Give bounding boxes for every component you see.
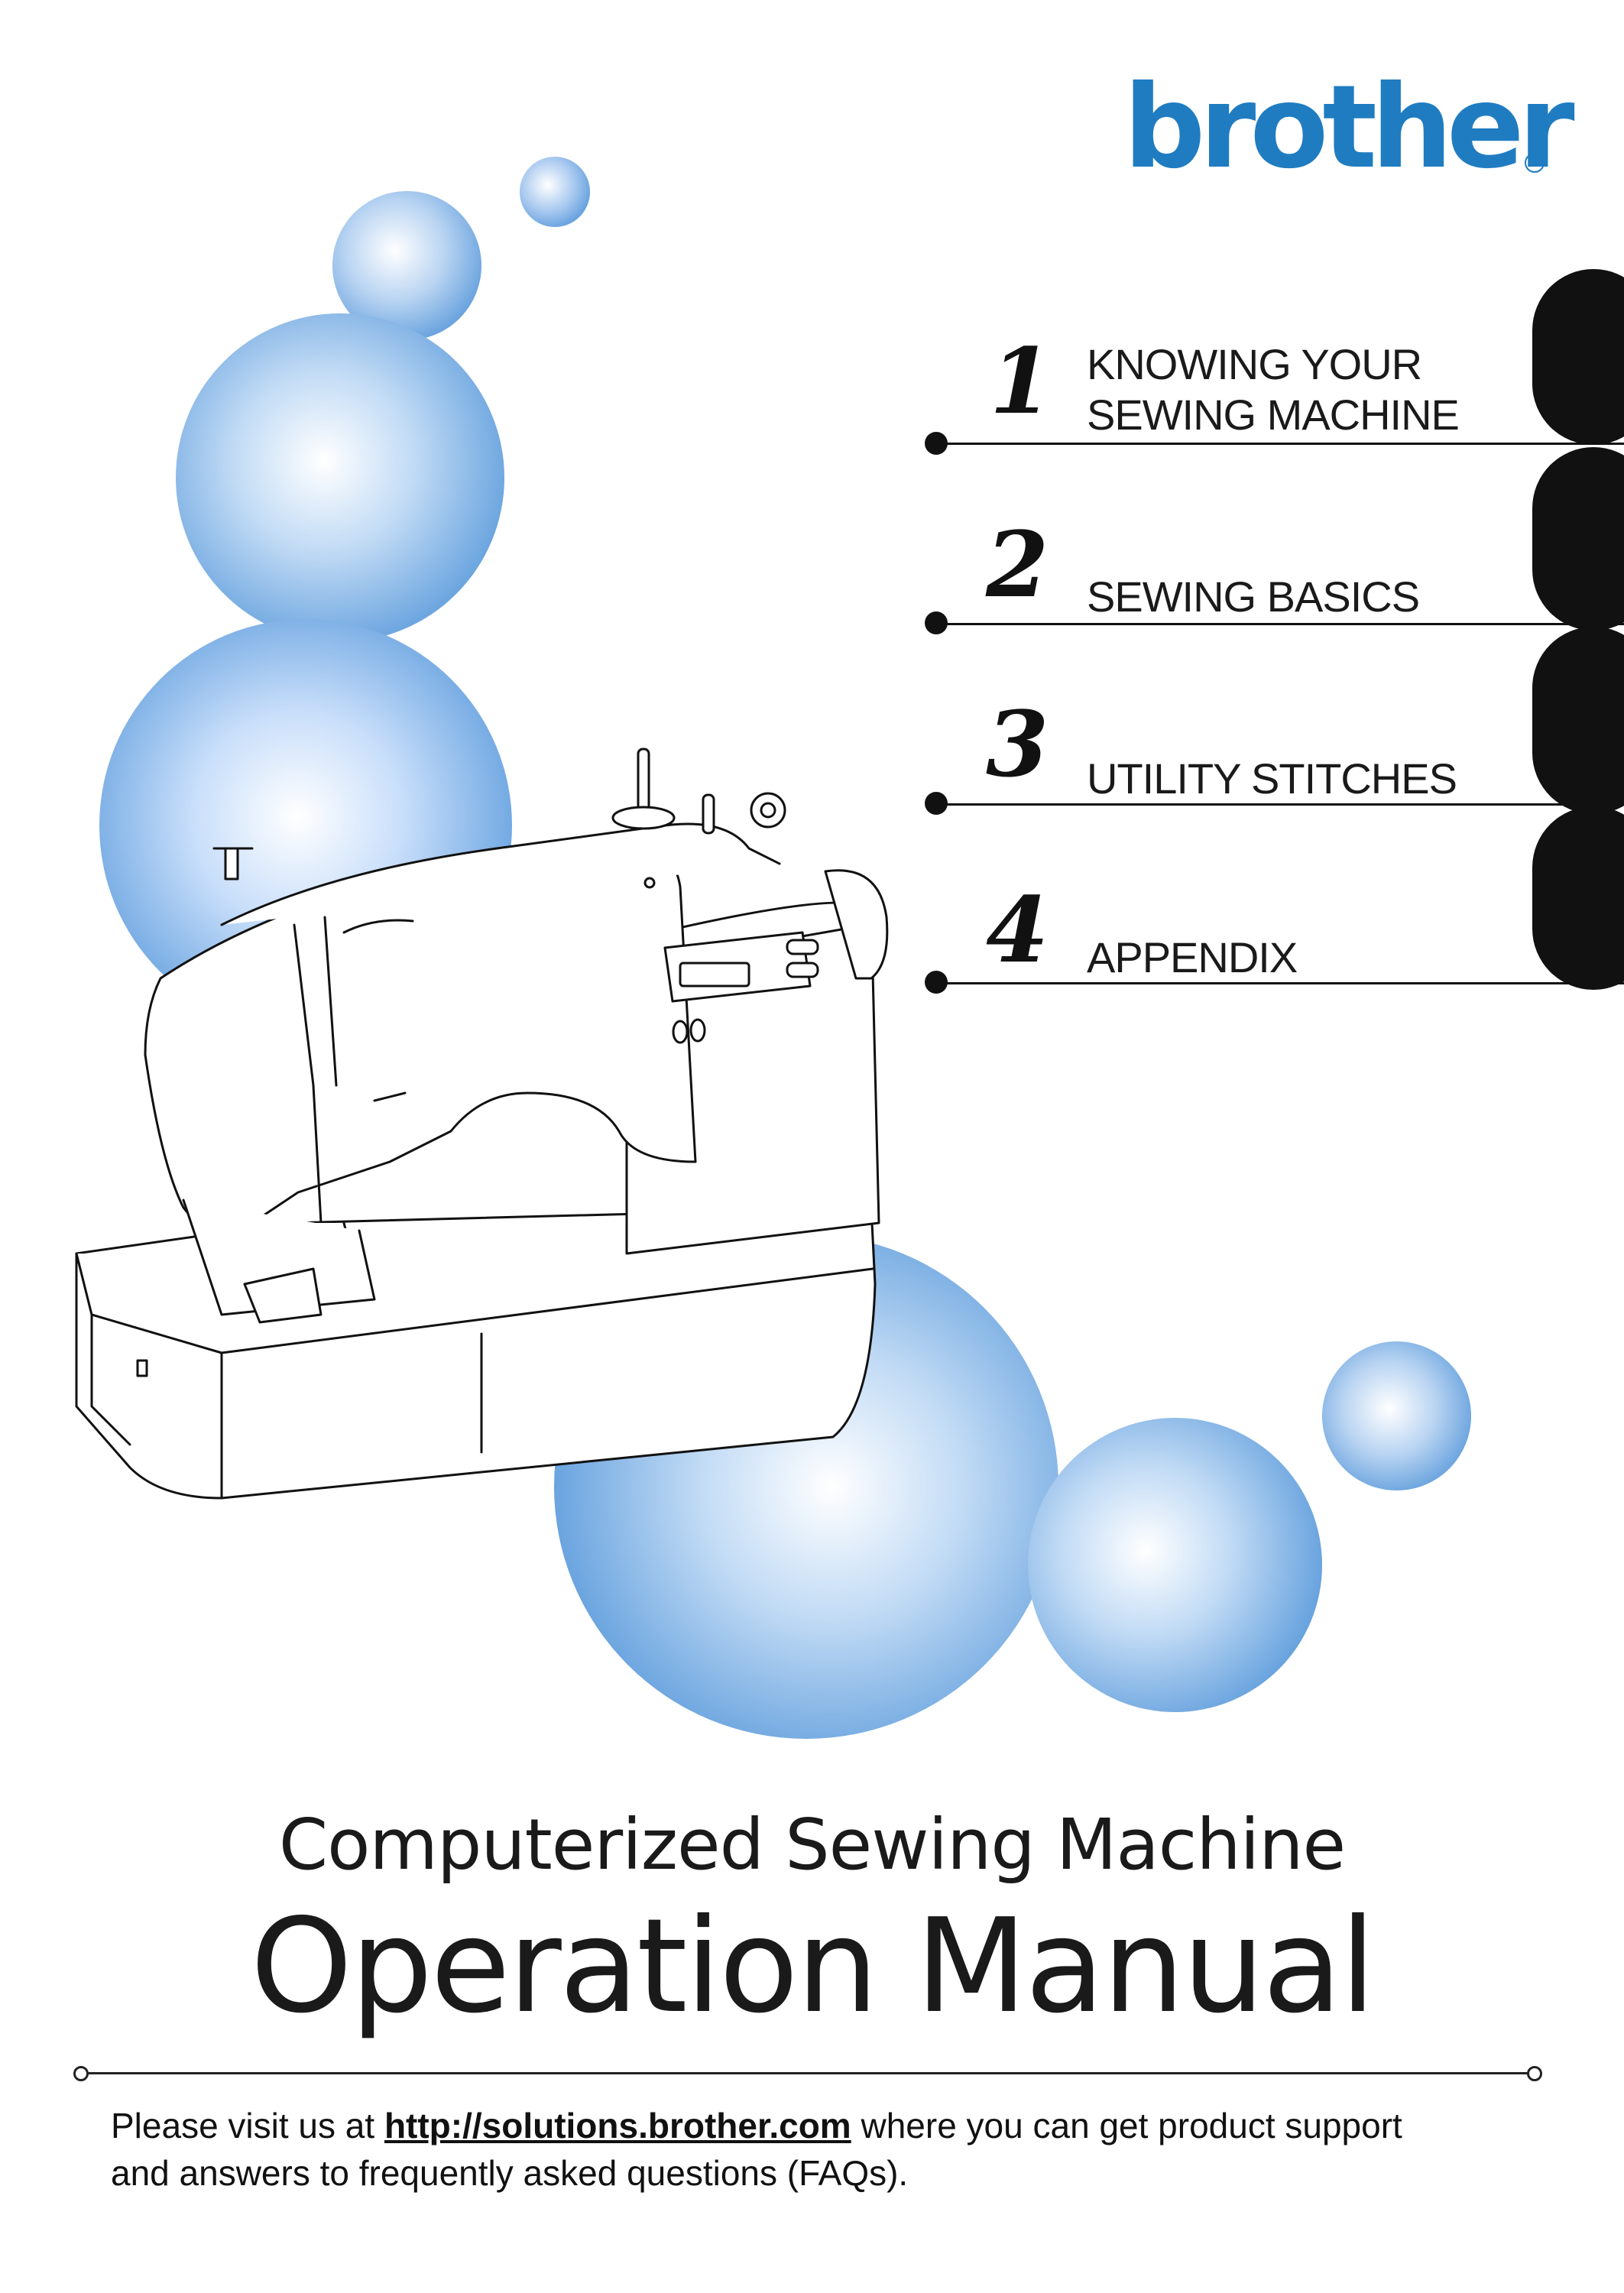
chapter-3-title: UTILITY STITCHES bbox=[1087, 754, 1457, 803]
registered-mark: R bbox=[1525, 153, 1545, 173]
sewing-machine-illustration bbox=[75, 748, 889, 1500]
divider-right-end bbox=[1527, 2066, 1542, 2081]
chapter-tab-3[interactable] bbox=[1532, 627, 1624, 814]
chapter-2-bullet bbox=[925, 611, 948, 634]
chapter-tab-4[interactable] bbox=[1532, 806, 1624, 990]
chapter-1-title-line2: SEWING MACHINE bbox=[1087, 391, 1460, 439]
bubble-small-bottom bbox=[1322, 1341, 1471, 1490]
chapter-4-number: 4 bbox=[986, 877, 1049, 983]
chapter-tab-2[interactable] bbox=[1532, 447, 1624, 631]
brand-logo: brother bbox=[1123, 61, 1575, 194]
bubble-medium-bottom bbox=[1028, 1418, 1322, 1712]
bubble-small-top bbox=[520, 157, 590, 227]
chapter-3-rule bbox=[940, 803, 1624, 806]
bubble-large-top bbox=[176, 313, 504, 642]
chapter-4-title: APPENDIX bbox=[1087, 933, 1298, 981]
chapter-3-bullet bbox=[925, 792, 948, 815]
support-note: Please visit us at http://solutions.brot… bbox=[111, 2102, 1548, 2197]
chapter-tab-1[interactable] bbox=[1532, 269, 1624, 445]
chapter-4-rule bbox=[940, 982, 1624, 984]
chapter-3-number: 3 bbox=[986, 691, 1049, 797]
divider-left-end bbox=[73, 2066, 89, 2081]
chapter-2-number: 2 bbox=[986, 511, 1049, 618]
chapter-4-bullet bbox=[925, 971, 948, 994]
divider-rule bbox=[80, 2072, 1536, 2074]
chapter-1-number: 1 bbox=[990, 328, 1053, 434]
support-note-prefix: Please visit us at bbox=[111, 2106, 384, 2145]
support-note-line2: and answers to frequently asked question… bbox=[111, 2153, 909, 2193]
product-subtitle: Computerized Sewing Machine bbox=[278, 1804, 1346, 1886]
chapter-1-title-line1: KNOWING YOUR bbox=[1087, 340, 1422, 388]
chapter-1-bullet bbox=[925, 432, 948, 455]
chapter-1-rule bbox=[940, 443, 1624, 445]
chapter-2-rule bbox=[940, 623, 1624, 625]
support-note-suffix: where you can get product support bbox=[851, 2106, 1402, 2145]
manual-title: Operation Manual bbox=[250, 1891, 1376, 2042]
chapter-2-title: SEWING BASICS bbox=[1087, 572, 1420, 621]
support-link[interactable]: http://solutions.brother.com bbox=[384, 2106, 851, 2145]
